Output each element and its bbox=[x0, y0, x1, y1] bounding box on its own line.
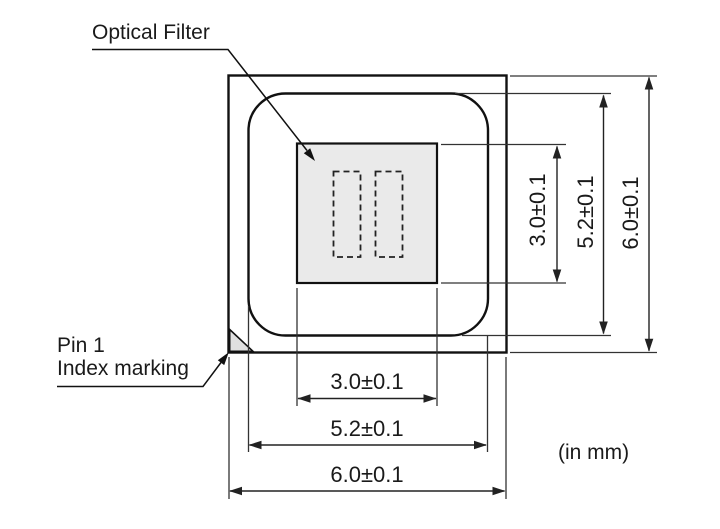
units-note: (in mm) bbox=[558, 441, 630, 464]
leader-arrowhead-icon bbox=[217, 352, 229, 366]
package-body bbox=[227, 74, 508, 354]
dimension-lines-vertical bbox=[552, 76, 654, 352]
leader-line bbox=[92, 48, 308, 151]
arrowhead-down-icon bbox=[552, 269, 562, 283]
arrowhead-left-icon bbox=[248, 440, 262, 450]
pin1-callout-line1: Pin 1 bbox=[57, 334, 105, 357]
arrowhead-right-icon bbox=[474, 440, 487, 450]
arrowhead-left-icon bbox=[229, 486, 242, 496]
arrowhead-right-icon bbox=[492, 486, 506, 496]
dim-label-package-width: 6.0±0.1 bbox=[330, 462, 404, 487]
optical-filter-callout-label: Optical Filter bbox=[92, 21, 210, 44]
arrowhead-right-icon bbox=[423, 394, 437, 403]
leader-arrowhead-icon bbox=[303, 148, 315, 161]
hidden-aperture-left bbox=[332, 170, 362, 258]
dim-label-body-top-width: 5.2±0.1 bbox=[330, 416, 404, 441]
package-top-rounded-outline bbox=[247, 92, 490, 337]
dim-label-package-height: 6.0±0.1 bbox=[618, 176, 643, 250]
pin1-index-triangle bbox=[228, 327, 256, 353]
leader-pin1-index bbox=[57, 352, 229, 388]
arrowhead-up-icon bbox=[644, 76, 654, 90]
arrowhead-left-icon bbox=[297, 394, 311, 403]
hidden-aperture-right bbox=[374, 170, 404, 258]
dim-label-filter-width: 3.0±0.1 bbox=[330, 369, 404, 394]
leader-line bbox=[57, 362, 222, 388]
dimension-lines-horizontal bbox=[229, 394, 506, 496]
arrowhead-down-icon bbox=[644, 338, 654, 352]
leader-optical-filter bbox=[92, 48, 315, 161]
arrowhead-up-icon bbox=[599, 94, 608, 108]
arrowhead-down-icon bbox=[599, 321, 608, 335]
extension-lines bbox=[228, 75, 657, 499]
pin1-callout-line2: Index marking bbox=[57, 357, 189, 380]
optical-filter-area bbox=[295, 142, 439, 285]
dim-label-body-top-height: 5.2±0.1 bbox=[573, 175, 598, 249]
dim-label-filter-height: 3.0±0.1 bbox=[525, 173, 550, 247]
arrowhead-up-icon bbox=[552, 145, 562, 159]
